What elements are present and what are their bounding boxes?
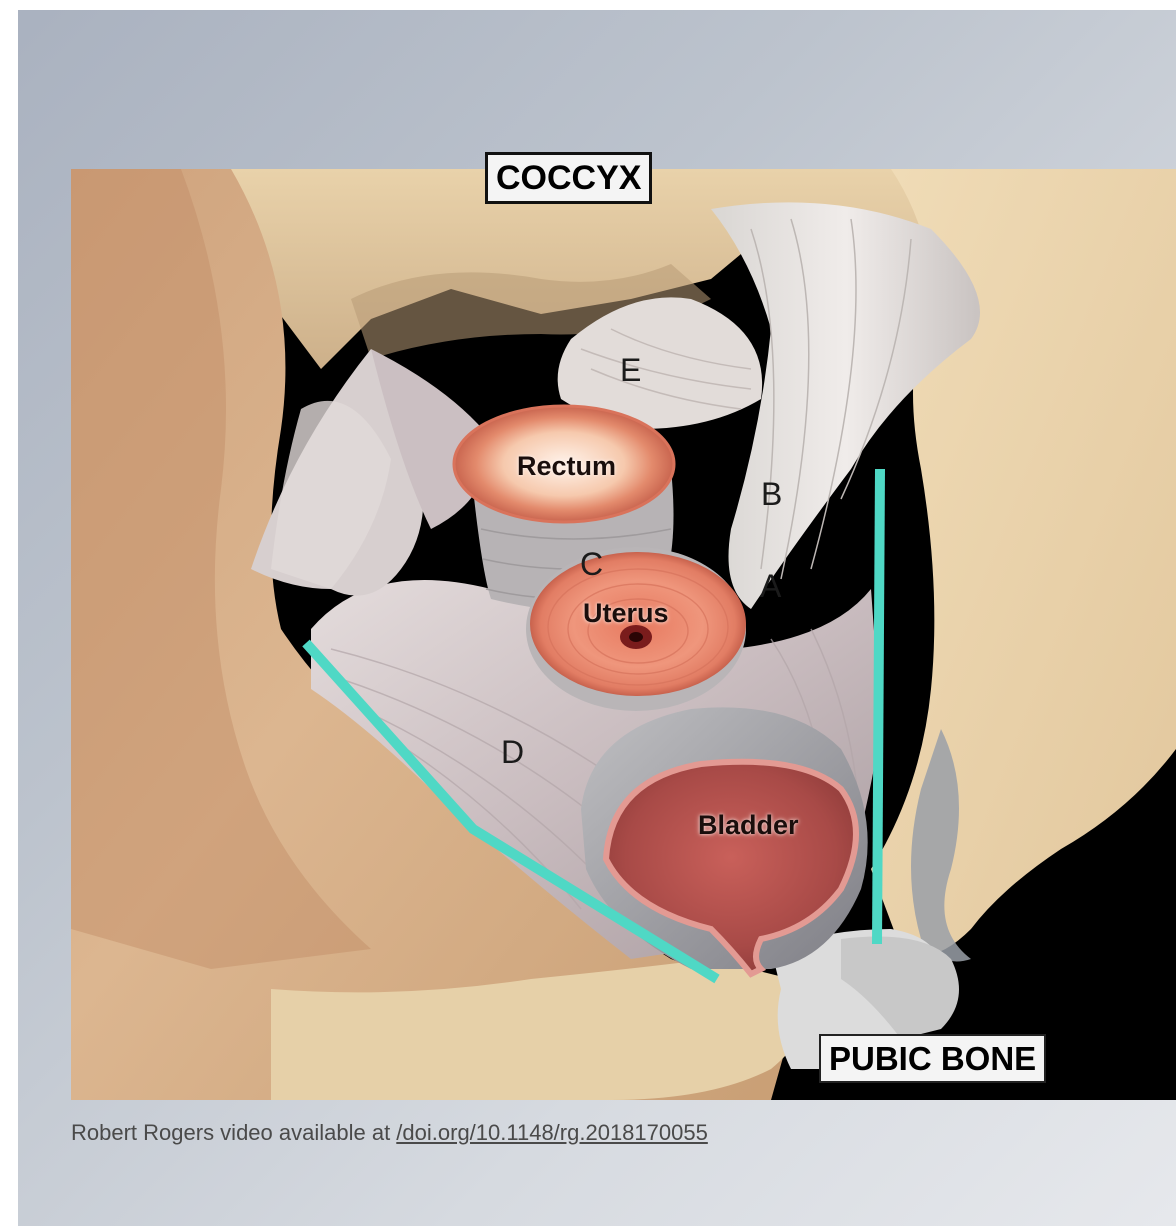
pelvic-floor-illustration (71, 169, 1176, 1100)
coccyx-label: COCCYX (485, 152, 652, 204)
muscle-a-label: A (760, 568, 781, 605)
caption-text: Robert Rogers video available at (71, 1120, 396, 1145)
muscle-e-label: E (620, 352, 641, 389)
muscle-d-label: D (501, 734, 524, 771)
muscle-c-label: C (580, 546, 603, 583)
bladder-label: Bladder (698, 810, 799, 841)
right-marker-line (877, 469, 880, 944)
muscle-b-label: B (761, 476, 782, 513)
top-border (0, 0, 1176, 10)
rectum-label: Rectum (517, 451, 616, 482)
doi-link[interactable]: /doi.org/10.1148/rg.2018170055 (396, 1120, 708, 1145)
pubic-bone-label: PUBIC BONE (819, 1034, 1046, 1083)
image-caption: Robert Rogers video available at /doi.or… (71, 1120, 708, 1146)
left-border (0, 0, 18, 1226)
uterus-label: Uterus (583, 598, 669, 629)
